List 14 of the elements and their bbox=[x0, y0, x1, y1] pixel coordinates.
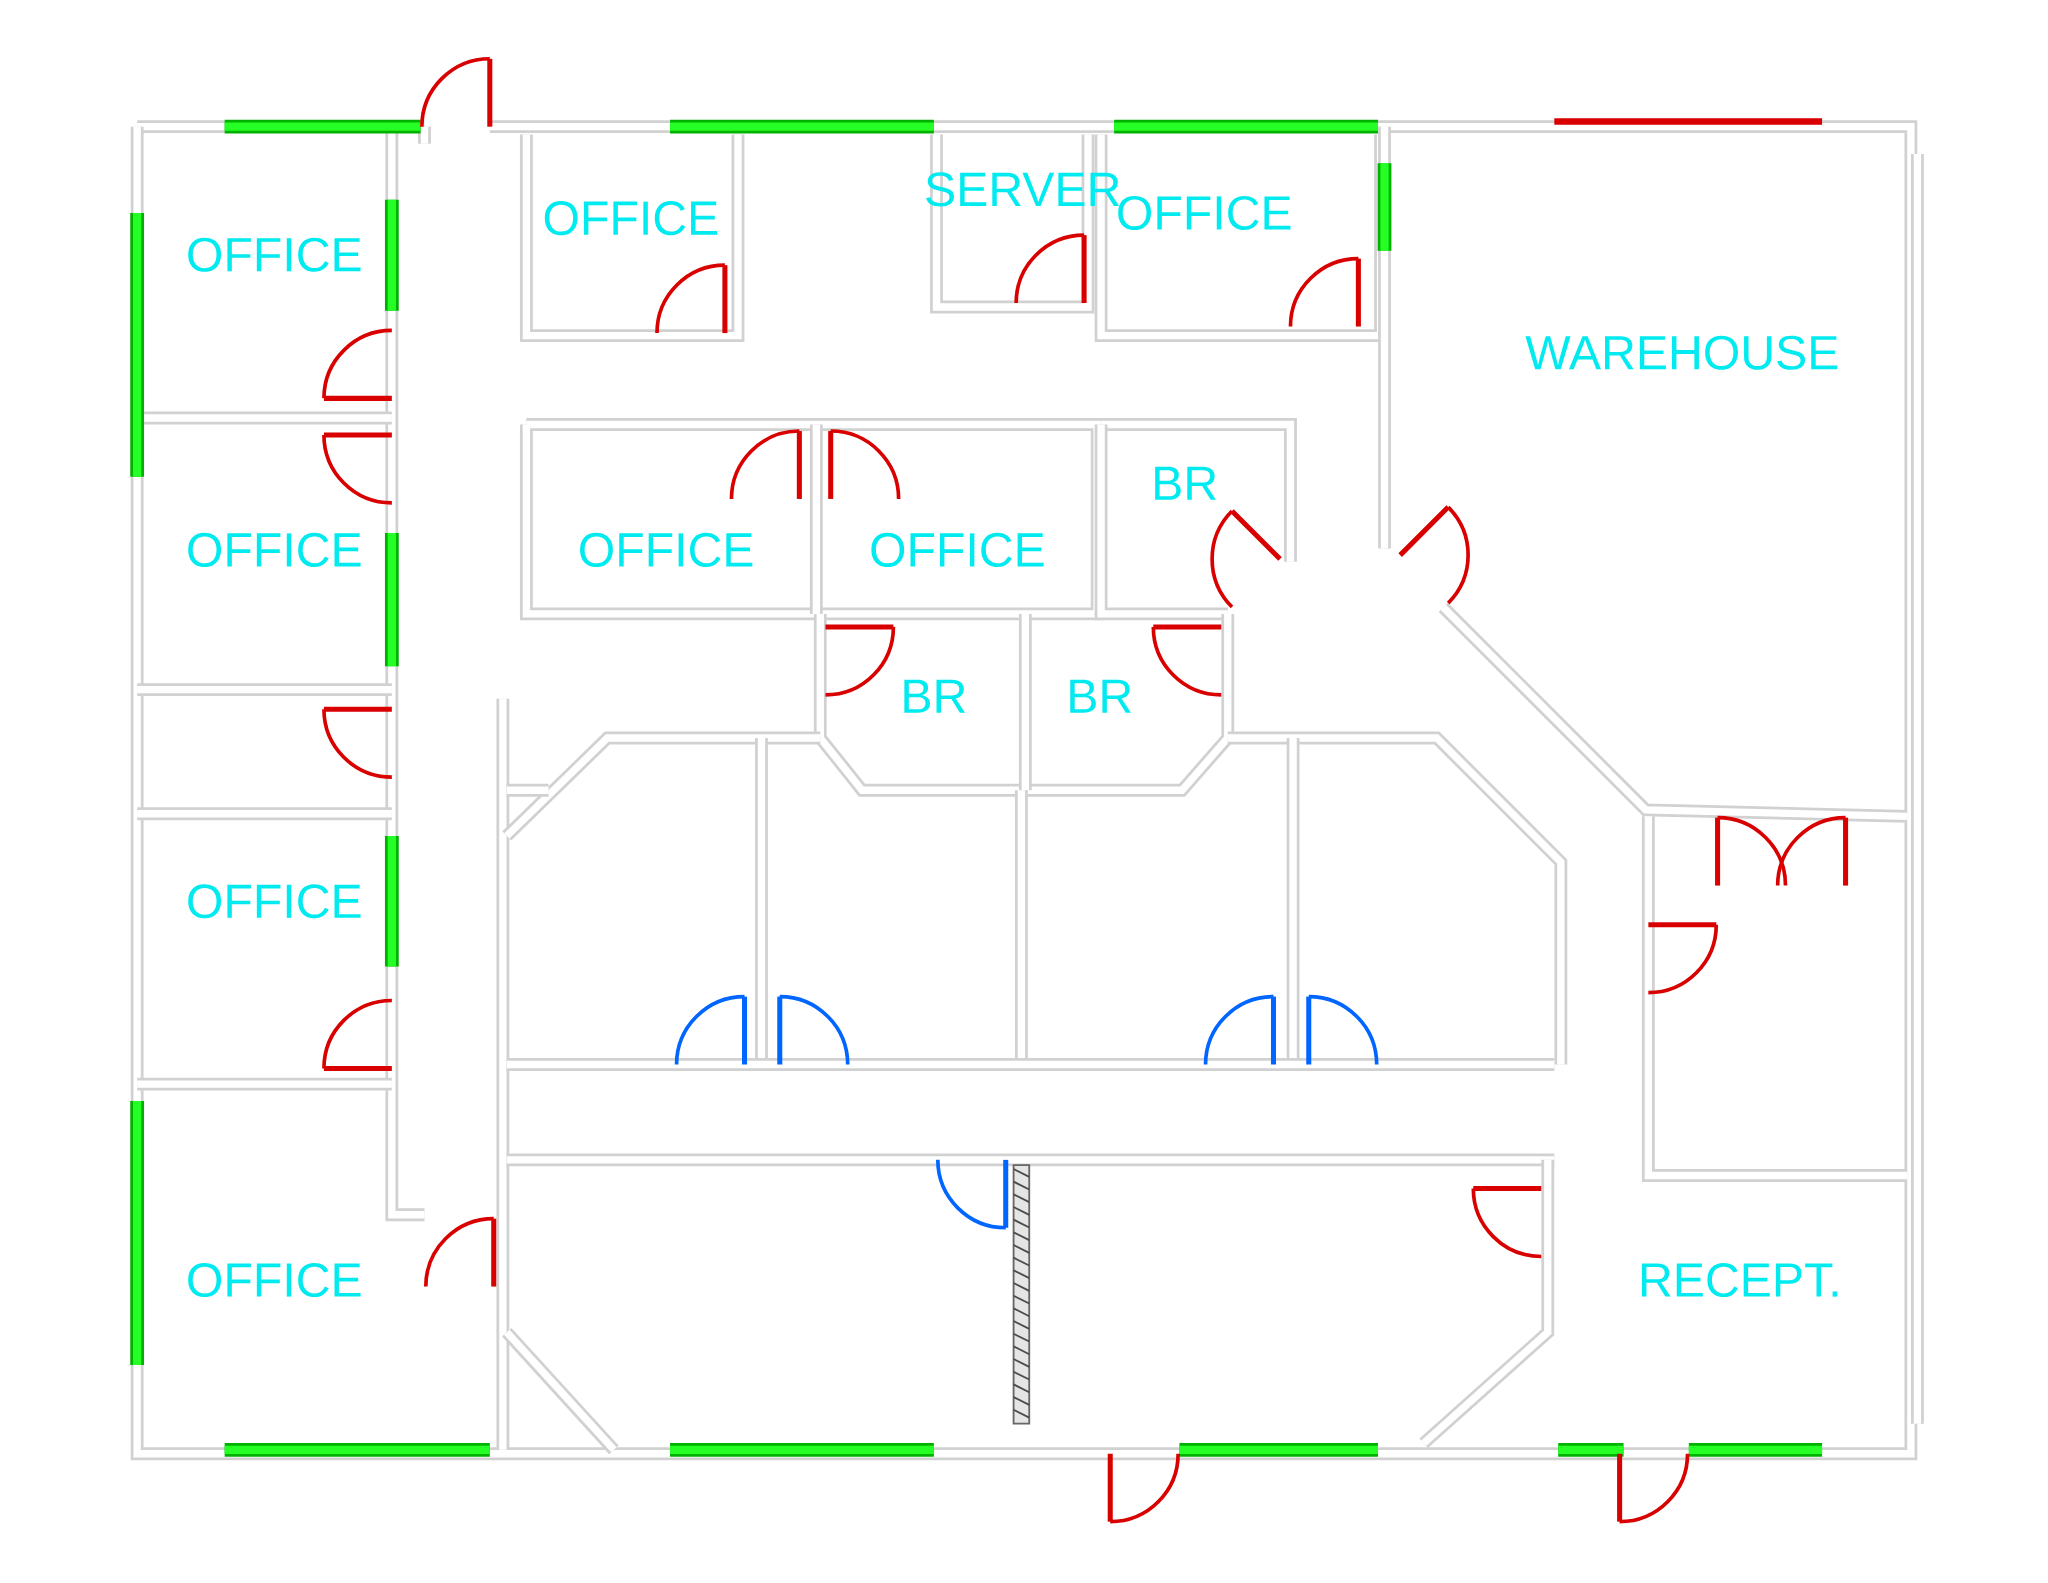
room-label: BR bbox=[904, 679, 966, 713]
room-label: OFFICE bbox=[188, 532, 361, 567]
room-label: OFFICE bbox=[544, 201, 718, 236]
room-label: BR bbox=[1155, 466, 1216, 500]
room-label: OFFICE bbox=[188, 884, 361, 919]
room-label: OFFICE bbox=[871, 532, 1044, 567]
room-label: BR bbox=[1070, 679, 1131, 713]
room-label: OFFICE bbox=[188, 1263, 361, 1298]
room-label: SERVER bbox=[926, 172, 1120, 207]
room-label: OFFICE bbox=[580, 532, 753, 567]
room-label: WAREHOUSE bbox=[1525, 335, 1838, 370]
room-label: OFFICE bbox=[188, 237, 361, 272]
room-label: RECEPT. bbox=[1641, 1263, 1838, 1298]
room-label: OFFICE bbox=[1118, 195, 1291, 230]
